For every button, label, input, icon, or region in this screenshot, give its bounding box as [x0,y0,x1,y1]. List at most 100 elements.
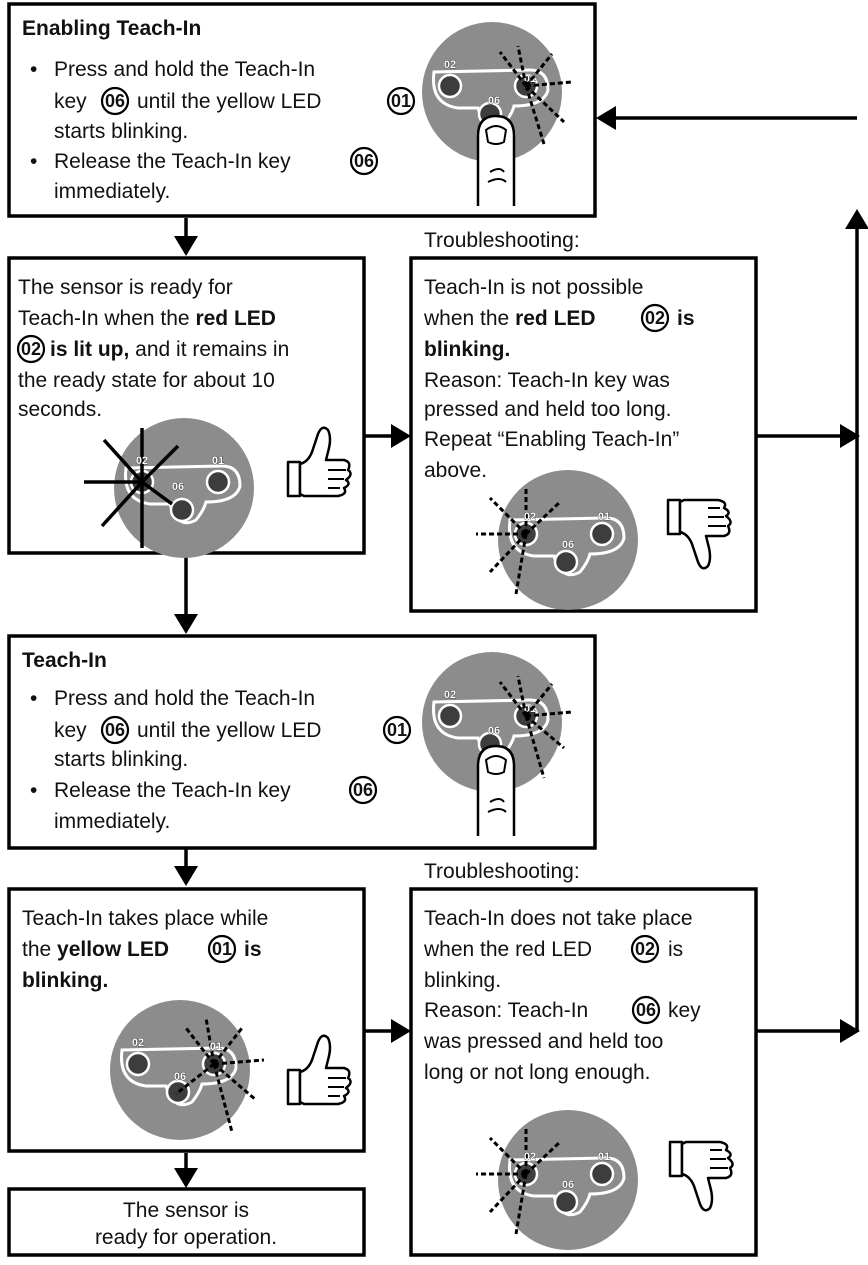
svg-text:02: 02 [645,308,665,328]
trouble1-line5: pressed and held too long. [424,398,672,421]
svg-text:06: 06 [562,539,574,551]
sensor-red-lit-illustration: 02 01 06 [82,416,256,560]
troubleshooting-label-2: Troubleshooting: [424,860,580,883]
teach-title: Teach-In [22,649,107,672]
trouble2-line1: Teach-In does not take place [424,907,693,930]
svg-text:02: 02 [444,59,456,71]
sensor-red-blinking-illustration: 02 01 06 [476,468,640,612]
svg-text:02: 02 [635,939,655,959]
trouble2-line4b: key [668,999,701,1022]
svg-text:06: 06 [636,1000,656,1020]
connectors [174,106,868,1188]
key-ref-badge: 06 [348,775,378,805]
svg-text:02: 02 [21,339,41,359]
svg-text:06: 06 [562,1179,574,1191]
bullet: • [30,150,37,173]
svg-text:01: 01 [387,720,407,740]
svg-text:06: 06 [353,780,373,800]
trouble1-line1: Teach-In is not possible [424,276,643,299]
trouble2-line5: was pressed and held too [423,1030,663,1053]
teach-step1-line3: starts blinking. [54,748,188,771]
bullet: • [30,687,37,710]
svg-text:01: 01 [212,455,224,467]
sensor-pressing-illustration-2: 02 01 06 [420,650,573,838]
trouble1-line7: above. [424,459,487,482]
key-ref-badge: 06 [100,86,130,116]
trouble2-line2-end: is [668,938,683,961]
ready-line1: The sensor is ready for [18,276,233,299]
enabling-step1-line2b: until the yellow LED [137,90,321,113]
done-line1: The sensor is [123,1199,249,1222]
svg-text:01: 01 [210,1041,222,1053]
svg-text:01: 01 [598,511,610,523]
teach-in-takes-place-box: Teach-In takes place while the yellow LE… [7,887,366,1153]
sensor-yellow-blinking-illustration: 02 01 06 [108,998,265,1142]
sensor-pressing-illustration: 02 01 06 [420,20,573,208]
teach-step1-line1: Press and hold the Teach-In [54,687,315,710]
enabling-step2-line2: immediately. [54,180,170,203]
teach-step2-line1: Release the Teach-In key [54,779,291,802]
takes-line2: the yellow LED [22,938,169,961]
trouble1-line4: Reason: Teach-In key was [424,369,670,392]
svg-text:01: 01 [598,1151,610,1163]
takes-line3: blinking. [22,969,108,992]
trouble2-line3: blinking. [424,969,501,992]
svg-text:06: 06 [488,725,500,737]
svg-text:02: 02 [444,689,456,701]
enabling-step2-line1: Release the Teach-In key [54,150,291,173]
enabling-step1-line2a: key [54,90,87,113]
red-led-ref-badge: 02 [16,334,46,364]
yellow-led-ref-badge: 01 [386,86,416,116]
svg-text:06: 06 [354,151,374,171]
troubleshooting-box-2: Teach-In does not take place when the re… [409,887,758,1257]
teach-in-box: Teach-In • Press and hold the Teach-In k… [7,634,597,850]
bullet: • [30,58,37,81]
troubleshooting-box-1: Teach-In is not possible when the red LE… [409,256,758,613]
svg-text:06: 06 [105,720,125,740]
trouble2-line6: long or not long enough. [424,1061,651,1084]
svg-text:06: 06 [488,95,500,107]
ready-line5: seconds. [18,398,102,421]
done-line2: ready for operation. [95,1226,277,1249]
sensor-red-blinking-illustration-2: 02 01 06 [476,1108,640,1252]
enabling-teach-in-box: Enabling Teach-In • Press and hold the T… [7,2,597,218]
ready-line4: the ready state for about 10 [18,369,275,392]
takes-line2-end: is [244,938,262,961]
teach-step2-line2: immediately. [54,810,170,833]
sensor-operational-box: The sensor is ready for operation. [7,1187,366,1257]
trouble1-line2: when the red LED [423,307,596,330]
enabling-step1-line1: Press and hold the Teach-In [54,58,315,81]
trouble2-line4a: Reason: Teach-In [424,999,588,1022]
takes-line1: Teach-In takes place while [22,907,268,930]
key-ref-badge: 06 [349,146,379,176]
red-led-ref-badge: 02 [630,934,660,964]
svg-text:02: 02 [132,1037,144,1049]
svg-text:02: 02 [524,511,536,523]
teach-step1-line2b: until the yellow LED [137,719,321,742]
svg-text:02: 02 [136,455,148,467]
sensor-ready-box: The sensor is ready for Teach-In when th… [7,256,366,560]
svg-text:01: 01 [391,91,411,111]
teach-step1-line2a: key [54,719,87,742]
trouble1-line3: blinking. [424,338,510,361]
yellow-led-ref-badge: 01 [207,934,237,964]
svg-text:02: 02 [524,1151,536,1163]
key-ref-badge: 06 [631,995,661,1025]
trouble1-line6: Repeat “Enabling Teach-In” [424,428,679,451]
enabling-step1-line3: starts blinking. [54,120,188,143]
troubleshooting-label-1: Troubleshooting: [424,229,580,252]
ready-line2: Teach-In when the red LED [18,307,276,330]
svg-text:01: 01 [212,939,232,959]
svg-text:06: 06 [174,1071,186,1083]
bullet: • [30,779,37,802]
yellow-led-ref-badge: 01 [382,715,412,745]
svg-text:06: 06 [172,481,184,493]
key-ref-badge: 06 [100,715,130,745]
svg-text:06: 06 [105,91,125,111]
red-led-ref-badge: 02 [640,303,670,333]
ready-line3: is lit up, and it remains in [50,338,289,361]
trouble2-line2: when the red LED [423,938,592,961]
enabling-title: Enabling Teach-In [22,17,201,40]
trouble1-line2-end: is [677,307,695,330]
